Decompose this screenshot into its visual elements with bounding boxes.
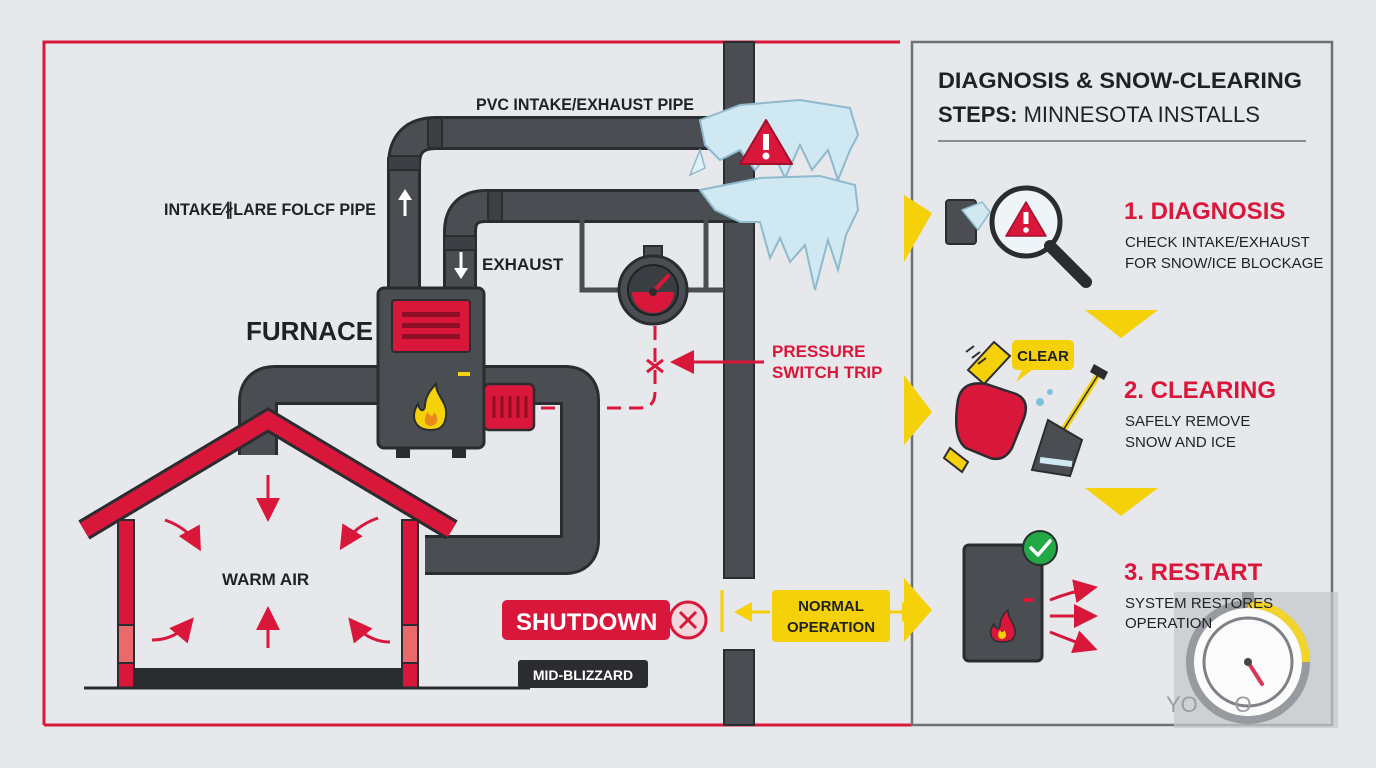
intake-pipe-label: INTAKE∕∦LARE FOLCF PIPE [164,200,376,220]
step-2-title: 2. CLEARING [1124,377,1276,404]
right-panel-frame [910,40,1334,727]
supply-duct [425,365,600,575]
exhaust-pipe [443,189,760,300]
pressure-label-line1: PRESSURE [772,342,866,361]
furnace-unit [376,286,486,458]
flame-icon [413,381,448,432]
shutdown-badge [502,600,670,640]
house-outline [78,407,530,690]
mid-blizzard-badge [518,660,648,688]
exhaust-down-arrow-icon [454,252,468,279]
brush-shovel-icon [942,340,1108,478]
warm-air-label: WARM AIR [222,570,309,589]
pvc-pipe-label: PVC INTAKE/EXHAUST PIPE [476,95,694,114]
normal-label-line2: OPERATION [787,619,875,636]
pressure-label-line2: SWITCH TRIP [772,363,883,382]
pressure-switch-wire [540,326,664,410]
normal-operation-connector [720,590,920,642]
inducer-motor [482,382,536,432]
panel-title-line2: STEPS: MINNESOTA INSTALLS [938,102,1260,127]
step-1-title: 1. DIAGNOSIS [1124,198,1285,225]
step-1-line2: FOR SNOW/ICE BLOCKAGE [1125,255,1323,272]
furnace-check-icon [962,530,1098,663]
clear-badge-label: CLEAR [1017,348,1069,365]
shutdown-label: SHUTDOWN [516,609,657,636]
step-2-line1: SAFELY REMOVE [1125,413,1250,430]
watermark-text: YO O [1166,692,1252,717]
magnifier-warning-icon [945,185,1092,288]
gauge-watermark-icon [1174,592,1338,728]
panel-title-line1: DIAGNOSIS & SNOW-CLEARING [938,68,1302,93]
normal-label-line1: NORMAL [798,598,864,615]
panel-title-location: MINNESOTA INSTALLS [1024,102,1260,127]
furnace-label: FURNACE [246,316,373,346]
step-2-line2: SNOW AND ICE [1125,434,1236,451]
close-circle-icon [668,600,708,640]
step-3-line1: SYSTEM RESTORES [1125,595,1273,612]
pressure-gauge-icon [617,245,689,326]
pressure-switch-tubing [579,220,724,293]
left-frame [42,40,900,725]
warm-air-arrows [151,475,391,648]
exhaust-label: EXHAUST [482,255,564,274]
step-3-title: 3. RESTART [1124,559,1263,586]
ice-buildup [688,98,860,291]
intake-up-arrow-icon [398,189,412,216]
warning-icon [739,119,793,165]
step-3-line2: OPERATION [1125,615,1212,632]
step-1-line1: CHECK INTAKE/EXHAUST [1125,234,1310,251]
return-duct [238,365,380,455]
intake-pipe [387,116,760,300]
step-arrows [904,195,1158,642]
mid-blizzard-label: MID-BLIZZARD [533,667,633,683]
panel-title-steps: STEPS: [938,102,1024,127]
